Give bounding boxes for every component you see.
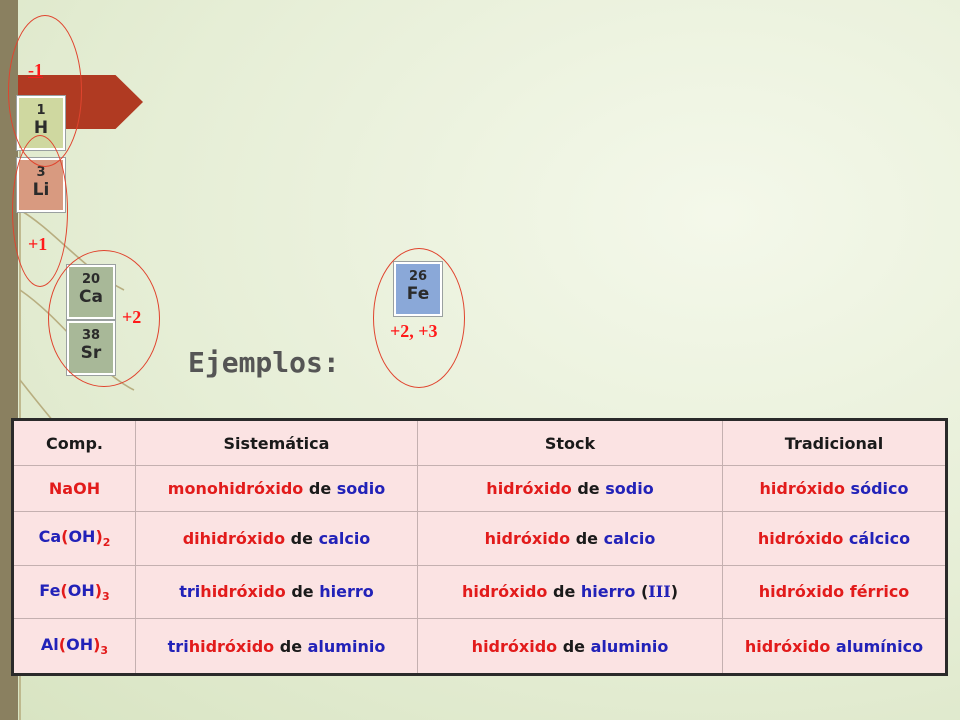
word: de	[553, 582, 576, 602]
comp-cell: Ca(OH)2	[12, 511, 136, 566]
comp-cell: NaOH	[12, 464, 136, 513]
sistematica-cell: monohidróxido de sodio	[135, 464, 418, 513]
oxidation-fe: +2, +3	[390, 321, 438, 341]
word: de	[279, 636, 303, 656]
formula-part: Fe	[39, 580, 61, 600]
stock-cell: hidróxido de sodio	[417, 464, 723, 513]
header-sistematica: Sistemática	[135, 419, 418, 466]
oxidation-ca-sr: +2	[122, 307, 142, 327]
word: alumínico	[835, 636, 924, 656]
word: hidróxido	[200, 582, 286, 602]
stock-cell: hidróxido de aluminio	[417, 618, 723, 675]
word: de	[291, 582, 314, 602]
oxidation-li: +1	[28, 234, 48, 254]
formula-subscript: 3	[102, 589, 110, 603]
tradicional-cell: hidróxido alumínico	[722, 618, 947, 675]
formula-part: (	[61, 527, 69, 547]
word: hierro	[580, 582, 636, 602]
ring-ca-sr	[48, 250, 160, 387]
formula-part: OH	[68, 527, 96, 547]
word: dihidróxido	[182, 528, 286, 548]
formula-part: (	[60, 580, 68, 600]
formula-part: )	[95, 527, 103, 547]
formula-subscript: 2	[102, 536, 111, 550]
header-tradicional: Tradicional	[722, 419, 947, 466]
table-row: Ca(OH)2 dihidróxido de calcio hidróxido …	[12, 511, 947, 566]
word: hidróxido	[744, 636, 831, 656]
word: monohidróxido	[167, 479, 304, 499]
word: aluminio	[590, 636, 669, 656]
tradicional-cell: hidróxido cálcico	[722, 511, 947, 566]
formula-part: )	[93, 634, 101, 654]
word: calcio	[318, 528, 371, 548]
formula-part: )	[94, 580, 103, 600]
word: calcio	[603, 528, 656, 548]
comp-cell: Fe(OH)3	[12, 564, 136, 620]
sistematica-cell: dihidróxido de calcio	[135, 511, 418, 566]
word: hidróxido	[471, 636, 558, 656]
table-row: NaOH monohidróxido de sodio hidróxido de…	[12, 464, 947, 513]
tradicional-cell: hidróxido férrico	[722, 564, 947, 620]
word: hidróxido	[486, 479, 572, 499]
word: cálcico	[848, 528, 911, 548]
formula: NaOH	[48, 479, 101, 499]
examples-heading: Ejemplos:	[188, 346, 340, 379]
word: hidróxido	[484, 528, 571, 548]
word: )	[670, 582, 679, 602]
nomenclature-table: Comp. Sistemática Stock Tradicional NaOH…	[11, 418, 948, 676]
stock-cell: hidróxido de hierro (III)	[417, 564, 723, 620]
word: hierro	[319, 582, 374, 602]
sistematica-cell: trihidróxido de aluminio	[135, 618, 418, 675]
header-comp: Comp.	[12, 419, 136, 466]
tradicional-cell: hidróxido sódico	[722, 464, 947, 513]
word: tri	[179, 582, 201, 602]
header-stock: Stock	[417, 419, 723, 466]
table-row: Al(OH)3 trihidróxido de aluminio hidróxi…	[12, 618, 947, 675]
word: de	[575, 528, 599, 548]
word: hidróxido	[758, 582, 845, 602]
roman-numeral: III	[648, 582, 671, 602]
word: hidróxido	[461, 582, 548, 602]
formula-part: Al	[40, 634, 59, 654]
word: sodio	[605, 479, 654, 499]
formula-part: OH	[67, 580, 95, 600]
word: hidróxido	[188, 636, 275, 656]
ring-li	[12, 135, 68, 287]
table-header-row: Comp. Sistemática Stock Tradicional	[12, 419, 947, 466]
formula-part: (	[58, 634, 67, 654]
word: de	[562, 636, 586, 656]
word: tri	[167, 636, 189, 656]
word: de	[290, 528, 313, 548]
formula-subscript: 3	[100, 644, 109, 658]
oxidation-h: -1	[28, 60, 43, 80]
sistematica-cell: trihidróxido de hierro	[135, 564, 418, 620]
word: hidróxido	[759, 479, 845, 499]
word: de	[308, 479, 332, 499]
ring-fe	[373, 248, 465, 388]
formula-part: OH	[66, 634, 94, 654]
formula-part: Ca	[38, 527, 62, 547]
table-row: Fe(OH)3 trihidróxido de hierro hidróxido…	[12, 564, 947, 620]
word: hidróxido	[757, 528, 844, 548]
word: (	[640, 582, 649, 602]
word: férrico	[849, 582, 910, 602]
word: sodio	[336, 479, 386, 499]
word: de	[577, 479, 600, 499]
word: sódico	[850, 479, 909, 499]
comp-cell: Al(OH)3	[12, 618, 136, 675]
stock-cell: hidróxido de calcio	[417, 511, 723, 566]
word: aluminio	[307, 636, 386, 656]
